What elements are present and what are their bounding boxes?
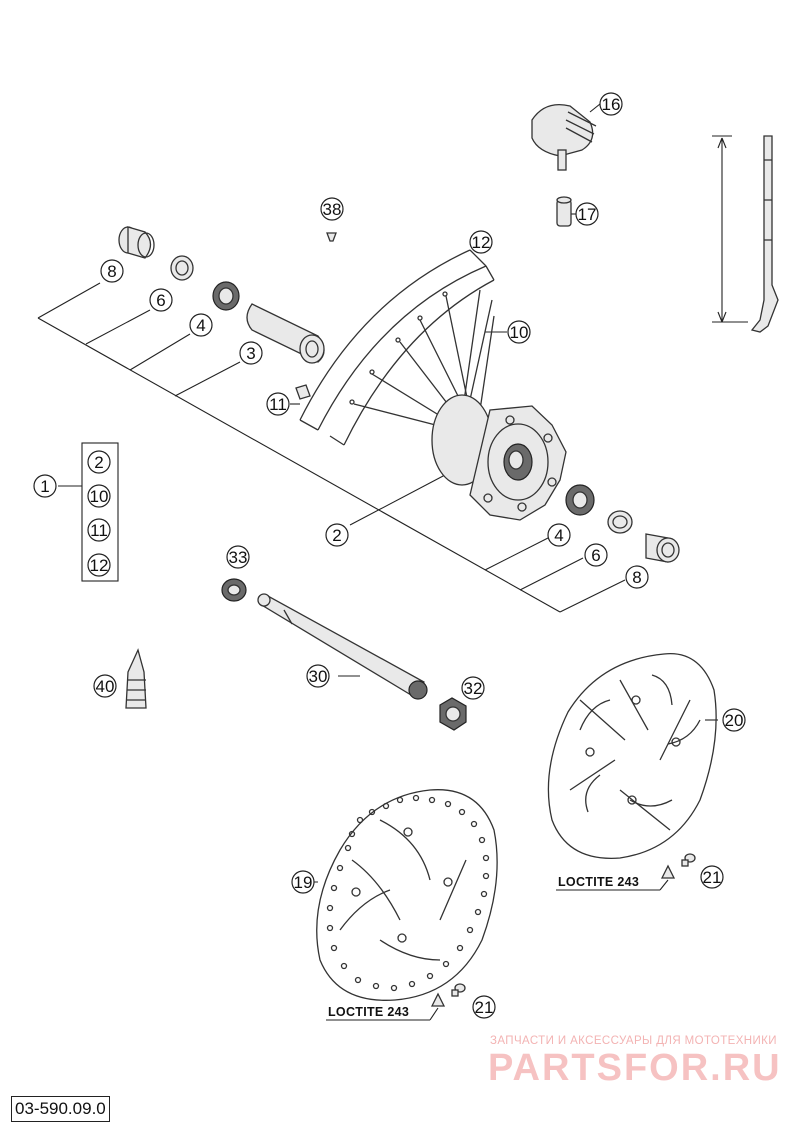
callout-kit-item: 10: [87, 484, 111, 508]
callout-rim: 12: [469, 230, 493, 254]
callout-seal-left: 6: [149, 288, 173, 312]
hub-drawing: [431, 394, 567, 521]
callout-kit: 1: [33, 474, 57, 498]
spoke-drawing: [712, 135, 779, 333]
svg-text:33: 33: [229, 548, 248, 567]
svg-text:12: 12: [472, 233, 491, 252]
callout-grease: 40: [93, 674, 117, 698]
callout-kit-item: 2: [87, 450, 111, 474]
callout-spoke: 10: [507, 320, 531, 344]
screw-upper-drawing: [660, 853, 696, 879]
svg-text:4: 4: [554, 526, 563, 545]
valve-nut-drawing: [556, 196, 572, 227]
callout-bearing-right: 4: [547, 523, 571, 547]
grease-tube-drawing: [125, 648, 147, 709]
watermark-tagline: ЗАПЧАСТИ И АКСЕССУАРЫ ДЛЯ МОТОТЕХНИКИ: [490, 1035, 777, 1047]
callout-spacer-right: 8: [625, 565, 649, 589]
valve-cap-drawing: [531, 103, 597, 171]
svg-text:10: 10: [510, 323, 529, 342]
svg-text:21: 21: [703, 868, 722, 887]
callout-part-38: 38: [320, 197, 344, 221]
brake-disc-upper-drawing: [547, 653, 717, 859]
svg-text:12: 12: [90, 556, 109, 575]
svg-text:8: 8: [107, 262, 116, 281]
brake-disc-lower-drawing: [316, 789, 498, 1001]
svg-text:20: 20: [725, 711, 744, 730]
right-bearing-stack-drawing: [565, 484, 680, 563]
svg-text:10: 10: [90, 487, 109, 506]
callout-hub: 2: [325, 523, 349, 547]
svg-text:3: 3: [246, 344, 255, 363]
axle-drawing: [257, 593, 428, 700]
callout-valve-cap: 16: [599, 92, 623, 116]
svg-text:6: 6: [591, 546, 600, 565]
callout-small-nut: 33: [226, 545, 250, 569]
callout-nipple: 11: [266, 392, 290, 416]
svg-text:19: 19: [294, 873, 313, 892]
svg-text:8: 8: [632, 568, 641, 587]
part-38-drawing: [326, 232, 337, 242]
nipple-drawing: [295, 384, 311, 400]
svg-text:6: 6: [156, 291, 165, 310]
small-nut-drawing: [221, 578, 247, 602]
left-bearing-stack-drawing: [118, 226, 325, 364]
svg-text:4: 4: [196, 316, 205, 335]
rim-drawing: [299, 249, 495, 446]
callout-distance-tube: 3: [239, 341, 263, 365]
callout-spacer-left: 8: [100, 259, 124, 283]
svg-text:11: 11: [269, 395, 287, 414]
watermark-brand: PARTSFOR.RU: [488, 1047, 782, 1089]
svg-text:2: 2: [94, 453, 103, 472]
callout-valve-nut: 17: [575, 202, 599, 226]
axle-nut-drawing: [439, 697, 467, 731]
loctite-note-lower: LOCTITE 243: [328, 1005, 409, 1019]
svg-text:16: 16: [602, 95, 621, 114]
svg-text:11: 11: [90, 521, 108, 540]
svg-text:30: 30: [309, 667, 328, 686]
callout-axle: 30: [306, 664, 330, 688]
callout-screw-lower: 21: [472, 995, 496, 1019]
callout-kit-item: 12: [87, 553, 111, 577]
svg-text:38: 38: [323, 200, 342, 219]
svg-text:32: 32: [464, 679, 483, 698]
screw-lower-drawing: [430, 983, 466, 1007]
spokes-drawing: [353, 289, 495, 431]
callout-axle-nut: 32: [461, 676, 485, 700]
leader-lines: [37, 103, 718, 1021]
svg-text:17: 17: [578, 205, 597, 224]
callout-disc-upper: 20: [722, 708, 746, 732]
callout-bearing-left: 4: [189, 313, 213, 337]
callout-kit-item: 11: [87, 518, 111, 542]
loctite-note-upper: LOCTITE 243: [558, 875, 639, 889]
callout-disc-lower: 19: [291, 870, 315, 894]
svg-text:2: 2: [332, 526, 341, 545]
callout-seal-right: 6: [584, 543, 608, 567]
svg-text:21: 21: [475, 998, 494, 1017]
svg-text:40: 40: [96, 677, 115, 696]
svg-text:1: 1: [40, 477, 49, 496]
callout-screw-upper: 21: [700, 865, 724, 889]
drawing-number-label: 03-590.09.0: [11, 1096, 110, 1122]
